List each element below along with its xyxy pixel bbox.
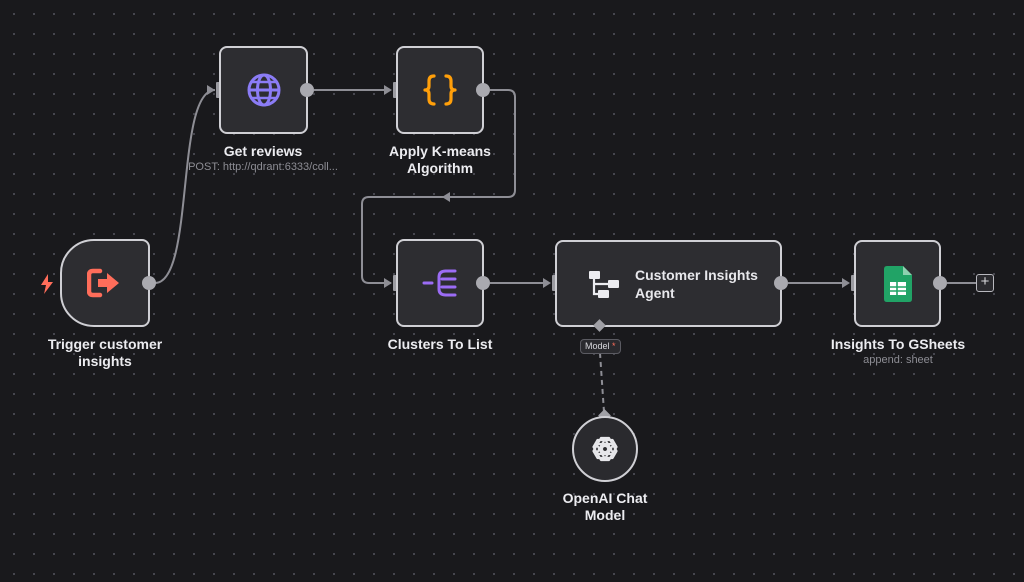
model-connector-label: Model * (580, 339, 621, 354)
edge-kmeans-to-clusters[interactable] (361, 89, 516, 284)
node-label: Trigger customer insights (47, 336, 163, 369)
node-subtitle: append: sheet (863, 354, 933, 366)
openai-icon (588, 432, 622, 466)
output-port[interactable] (476, 83, 490, 97)
output-port[interactable] (300, 83, 314, 97)
output-port[interactable] (142, 276, 156, 290)
node-label: Insights To GSheets (830, 336, 966, 352)
add-node-button[interactable]: + (976, 274, 994, 292)
arrowhead (842, 278, 850, 288)
arrowhead (384, 85, 392, 95)
arrow-right-from-bracket-icon (87, 268, 123, 298)
required-marker: * (612, 341, 616, 351)
model-label-text: Model (585, 341, 610, 351)
arrowhead (207, 85, 215, 95)
output-port[interactable] (476, 276, 490, 290)
node-label: OpenAI Chat Model (562, 490, 648, 523)
edge-trigger-to-get-reviews[interactable] (154, 89, 216, 284)
node-clusters-to-list[interactable] (396, 239, 484, 327)
node-apply-kmeans[interactable] (396, 46, 484, 134)
node-label: Apply K-means Algorithm (389, 143, 491, 176)
google-sheets-icon (883, 265, 912, 302)
edge-model-connection[interactable] (599, 352, 605, 413)
arrowhead (543, 278, 551, 288)
node-openai-chat-model[interactable] (572, 416, 638, 482)
arrowhead (442, 192, 450, 202)
node-subtitle: POST: http://qdrant:6333/coll... (188, 161, 338, 173)
globe-icon (246, 72, 282, 108)
ai-agent-icon (587, 268, 621, 300)
node-insights-to-gsheets[interactable] (854, 240, 941, 327)
arrowhead (384, 278, 392, 288)
node-label: Customer Insights Agent (635, 266, 758, 301)
node-get-reviews[interactable] (219, 46, 308, 134)
output-port[interactable] (774, 276, 788, 290)
node-customer-insights-agent[interactable]: Customer Insights Agent (555, 240, 782, 327)
node-label: Get reviews (223, 143, 303, 159)
code-braces-icon (422, 72, 458, 108)
trigger-bolt-icon (40, 274, 54, 299)
node-label: Clusters To List (387, 336, 493, 352)
node-trigger-customer-insights[interactable] (60, 239, 150, 327)
output-port[interactable] (933, 276, 947, 290)
split-out-icon (422, 267, 458, 299)
